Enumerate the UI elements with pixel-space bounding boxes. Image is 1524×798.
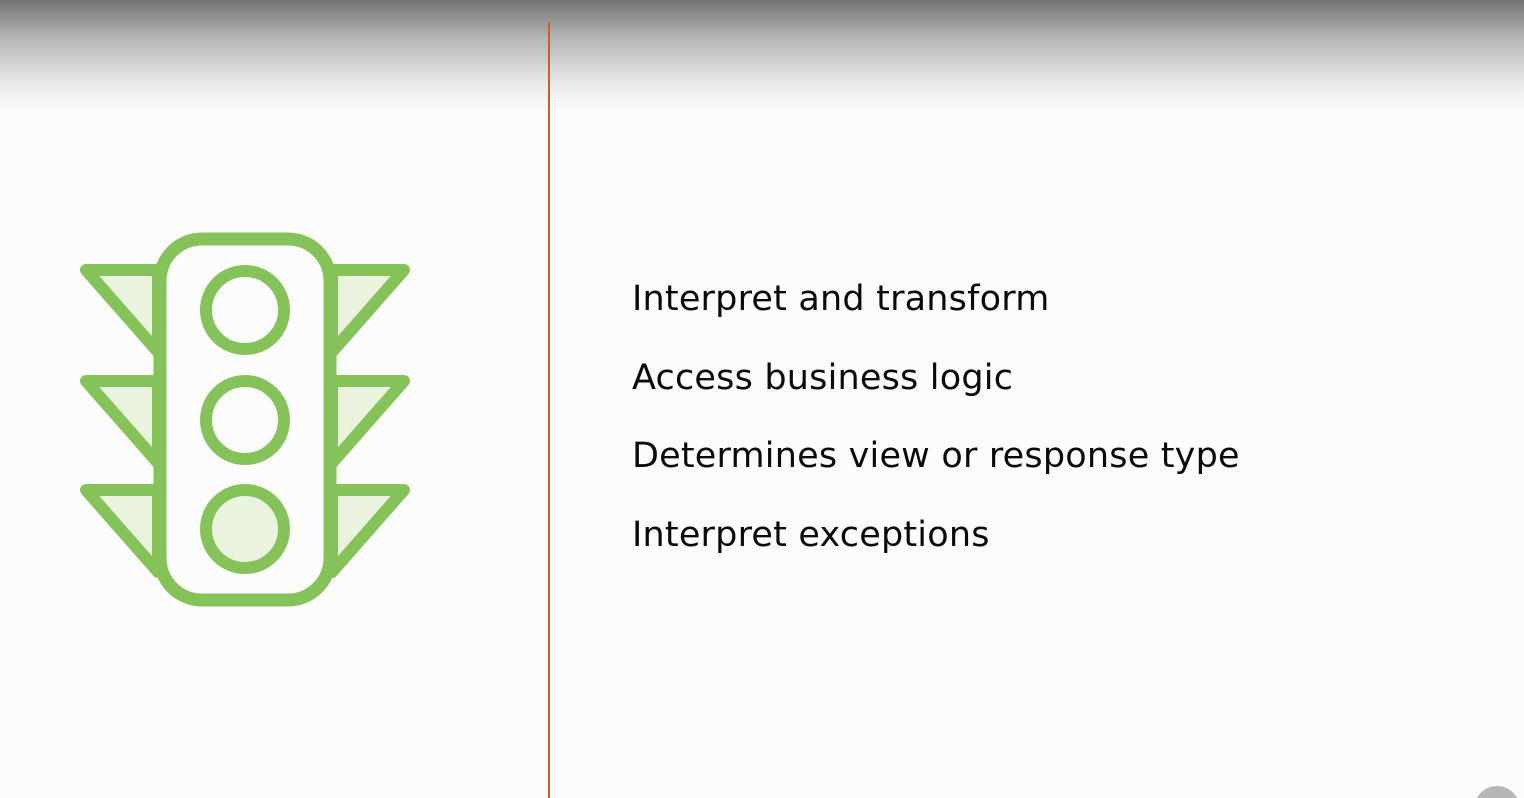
right-flap-middle (326, 375, 410, 469)
vertical-divider (548, 22, 550, 798)
bullet-item: Determines view or response type (632, 436, 1240, 476)
bullet-item: Interpret exceptions (632, 514, 990, 555)
player-control-button[interactable] (1474, 786, 1520, 798)
traffic-light-icon (76, 232, 414, 608)
lamp-bottom (200, 484, 290, 574)
left-flap-bottom (80, 484, 164, 578)
right-flap-bottom (326, 484, 410, 578)
left-flap-top (80, 264, 164, 358)
lamp-top (200, 265, 290, 355)
lamp-middle (200, 375, 290, 465)
left-flap-middle (80, 375, 164, 469)
bullet-item: Interpret and transform (632, 279, 1050, 319)
bullet-item: Access business logic (632, 357, 1014, 398)
right-flap-top (326, 264, 410, 358)
top-shade (0, 0, 1524, 110)
bullet-list: Interpret and transform Access business … (632, 276, 1240, 590)
